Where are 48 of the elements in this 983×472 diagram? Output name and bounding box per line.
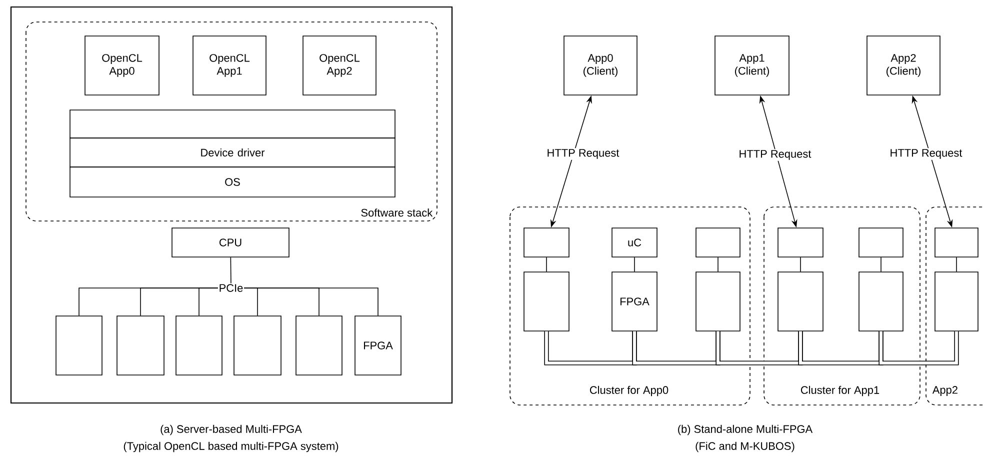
fpga-box: FPGA (354, 316, 402, 376)
fpga-box (234, 316, 282, 376)
layer-box: OS (70, 166, 396, 198)
microcontroller-box (778, 228, 824, 258)
fpga-box (696, 272, 740, 332)
fpga-box (524, 272, 570, 332)
fpga-box (296, 316, 342, 376)
cpu-box: CPU (172, 228, 290, 258)
connector (546, 257, 547, 272)
connector (956, 257, 957, 272)
cluster-box: Cluster for App1 (764, 206, 920, 406)
cluster-box: App2 (926, 206, 983, 406)
figure-caption: (a) Server-based Multi-FPGA (160, 424, 302, 436)
app-box: OpenCL App1 (192, 36, 266, 96)
fpga-box (116, 316, 164, 376)
client-box: App0 (Client) (564, 36, 638, 96)
microcontroller-box: uC (612, 228, 658, 258)
connector (634, 257, 635, 272)
microcontroller-box (934, 228, 978, 258)
layer-box (70, 110, 396, 138)
app-box: OpenCL App2 (302, 36, 376, 96)
fpga-box (778, 272, 824, 332)
connector (198, 288, 218, 316)
bus-line (878, 331, 959, 366)
fpga-box (858, 272, 904, 332)
client-box: App1 (Client) (714, 36, 790, 96)
connector (230, 257, 232, 284)
edge-label: HTTP Request (888, 148, 964, 160)
fpga-box: FPGA (612, 272, 658, 332)
figure-caption: (FiC and M-KUBOS) (696, 442, 794, 452)
fpga-box (934, 272, 978, 332)
bus-label: PCIe (220, 284, 243, 292)
app-box: OpenCL App0 (84, 36, 160, 96)
figure-caption: (b) Stand-alone Multi-FPGA (678, 424, 813, 436)
microcontroller-box (524, 228, 570, 258)
figure-caption: (Typical OpenCL based multi-FPGA system) (124, 442, 338, 452)
connector (880, 257, 882, 272)
edge-label: HTTP Request (738, 149, 812, 161)
connector (800, 257, 801, 272)
client-box: App2 (Client) (866, 36, 940, 96)
layer-box: Device driver (70, 138, 396, 168)
fpga-box (176, 316, 222, 376)
fpga-box (56, 316, 102, 376)
microcontroller-box (696, 228, 740, 258)
microcontroller-box (858, 228, 904, 258)
connector (244, 288, 378, 316)
panel-frame (10, 6, 453, 404)
edge-label: HTTP Request (546, 148, 620, 160)
